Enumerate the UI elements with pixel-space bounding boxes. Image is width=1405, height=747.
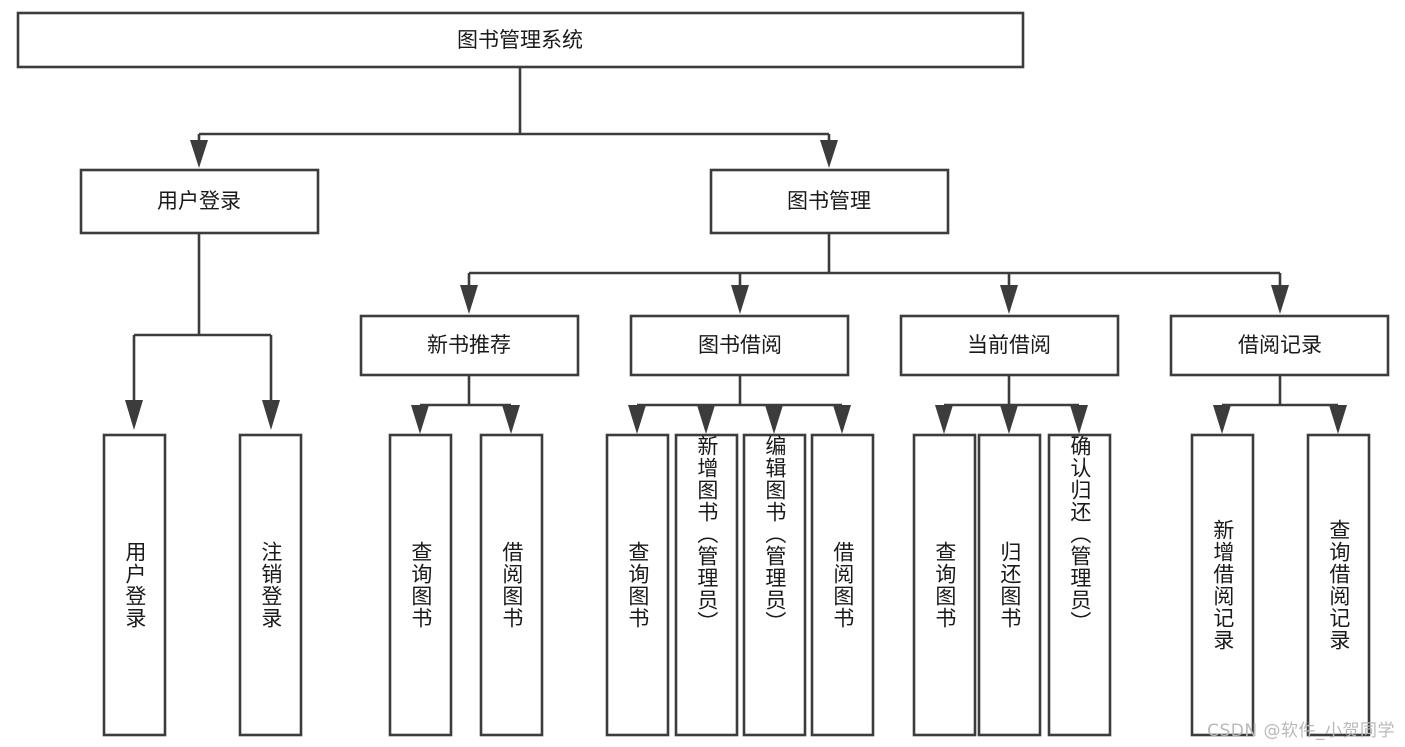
node-new-book-rec-box[interactable]: [359, 314, 580, 377]
arrowhead-new-book-rec: [460, 285, 478, 314]
node-book-borrow-label: 图书借阅: [698, 333, 782, 357]
arrowhead-leaf-user-login: [125, 400, 143, 430]
node-leaf-return-book-box[interactable]: [977, 433, 1042, 737]
node-book-borrow[interactable]: 图书借阅: [629, 314, 850, 377]
node-leaf-add-book-box[interactable]: [674, 433, 739, 737]
node-book-manage-box[interactable]: [709, 168, 950, 235]
node-leaf-user-login-box[interactable]: [102, 433, 167, 737]
node-root-box[interactable]: [16, 11, 1025, 69]
csdn-watermark: CSDN @软件_小贺同学: [1207, 721, 1395, 741]
arrowhead-leaf-confirm-return: [1070, 405, 1088, 434]
node-borrow-record-box[interactable]: [1169, 314, 1390, 377]
arrowhead-leaf-query-book-2: [628, 405, 646, 434]
node-user-login-label: 用户登录: [157, 189, 241, 213]
arrowhead-leaf-query-record: [1329, 405, 1347, 434]
arrowhead-leaf-borrow-book-1: [502, 405, 520, 434]
arrowhead-leaf-logout: [262, 400, 280, 430]
node-borrow-record-label: 借阅记录: [1238, 333, 1322, 357]
arrowhead-leaf-add-record: [1213, 405, 1231, 434]
node-current-borrow-box[interactable]: [899, 314, 1120, 377]
node-leaf-borrow-book-2-box[interactable]: [810, 433, 875, 737]
arrowhead-leaf-query-book-3: [935, 405, 953, 434]
node-borrow-record[interactable]: 借阅记录: [1169, 314, 1390, 377]
node-leaf-query-record-box[interactable]: [1306, 433, 1371, 737]
node-new-book-rec-label: 新书推荐: [427, 333, 511, 357]
arrowhead-user-login: [190, 140, 208, 168]
arrowhead-leaf-return-book: [1000, 405, 1018, 434]
node-leaf-add-record-box[interactable]: [1190, 433, 1255, 737]
arrowhead-current-borrow: [1000, 285, 1018, 314]
node-new-book-rec[interactable]: 新书推荐: [359, 314, 580, 377]
arrowhead-leaf-edit-book: [765, 405, 783, 434]
node-leaf-logout-box[interactable]: [238, 433, 303, 737]
node-leaf-edit-book-box[interactable]: [742, 433, 807, 737]
arrowhead-borrow-record: [1271, 285, 1289, 314]
node-root-label: 图书管理系统: [457, 28, 583, 52]
arrowhead-leaf-borrow-book-2: [833, 405, 851, 434]
node-leaf-borrow-book-1-box[interactable]: [479, 433, 544, 737]
node-root[interactable]: 图书管理系统: [16, 11, 1025, 69]
node-leaf-confirm-return-box[interactable]: [1047, 433, 1112, 737]
node-leaf-query-book-1-box[interactable]: [388, 433, 453, 737]
node-book-borrow-box[interactable]: [629, 314, 850, 377]
node-book-manage-label: 图书管理: [787, 189, 871, 213]
node-current-borrow-label: 当前借阅: [967, 333, 1051, 357]
arrowhead-book-borrow: [731, 285, 749, 314]
arrowhead-book-manage: [820, 140, 838, 168]
node-leaf-query-book-2-box[interactable]: [605, 433, 670, 737]
node-current-borrow[interactable]: 当前借阅: [899, 314, 1120, 377]
node-leaf-query-book-3-box[interactable]: [912, 433, 977, 737]
node-book-manage[interactable]: 图书管理: [709, 168, 950, 235]
arrowhead-leaf-query-book-1: [411, 405, 429, 434]
node-user-login[interactable]: 用户登录: [79, 168, 320, 235]
arrowhead-leaf-add-book: [697, 405, 715, 434]
